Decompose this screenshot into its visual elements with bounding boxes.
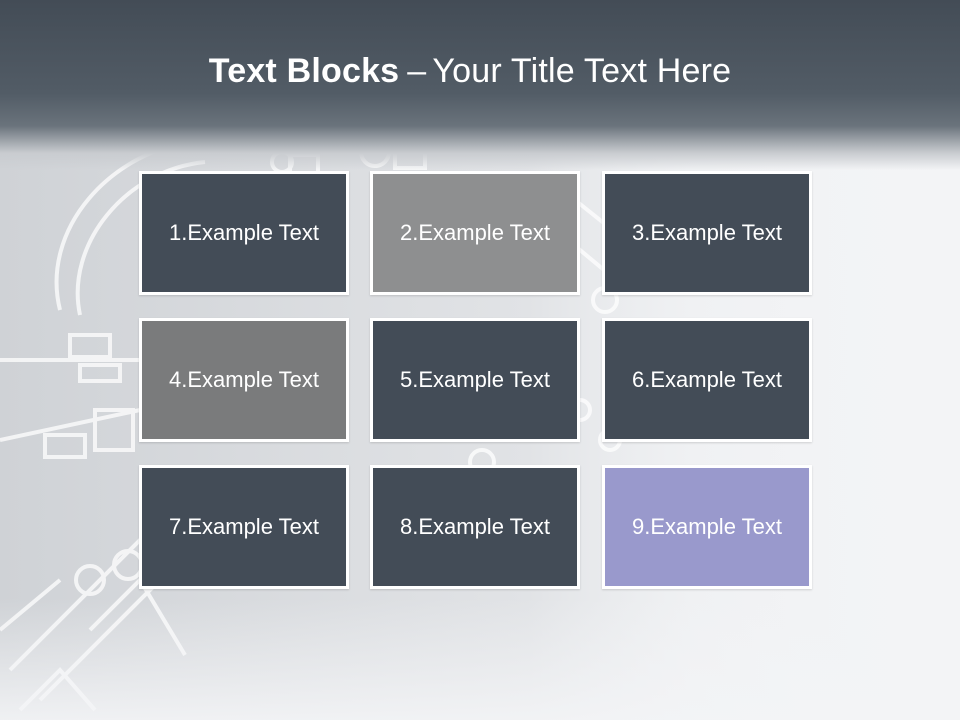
title-separator: – [407, 52, 427, 90]
text-block-9[interactable]: 9.Example Text [602, 465, 812, 589]
text-block-label: 9.Example Text [631, 514, 782, 539]
text-block-label: 4.Example Text [168, 367, 319, 392]
title-subtitle-part: Your Title Text Here [432, 52, 732, 90]
page-title: Text Blocks–Your Title Text Here [0, 52, 940, 91]
text-block-label: 8.Example Text [399, 514, 550, 539]
header-bar [0, 0, 960, 170]
text-block-5[interactable]: 5.Example Text [370, 318, 580, 442]
text-block-1[interactable]: 1.Example Text [139, 171, 349, 295]
text-block-3[interactable]: 3.Example Text [602, 171, 812, 295]
text-block-label: 5.Example Text [399, 367, 550, 392]
text-block-label: 7.Example Text [168, 514, 319, 539]
title-bold-part: Text Blocks [208, 52, 400, 90]
text-block-label: 2.Example Text [399, 220, 550, 245]
text-block-label: 1.Example Text [168, 220, 319, 245]
text-block-6[interactable]: 6.Example Text [602, 318, 812, 442]
text-block-2[interactable]: 2.Example Text [370, 171, 580, 295]
text-block-7[interactable]: 7.Example Text [139, 465, 349, 589]
text-block-8[interactable]: 8.Example Text [370, 465, 580, 589]
text-block-label: 3.Example Text [631, 220, 782, 245]
text-block-4[interactable]: 4.Example Text [139, 318, 349, 442]
text-block-label: 6.Example Text [631, 367, 782, 392]
